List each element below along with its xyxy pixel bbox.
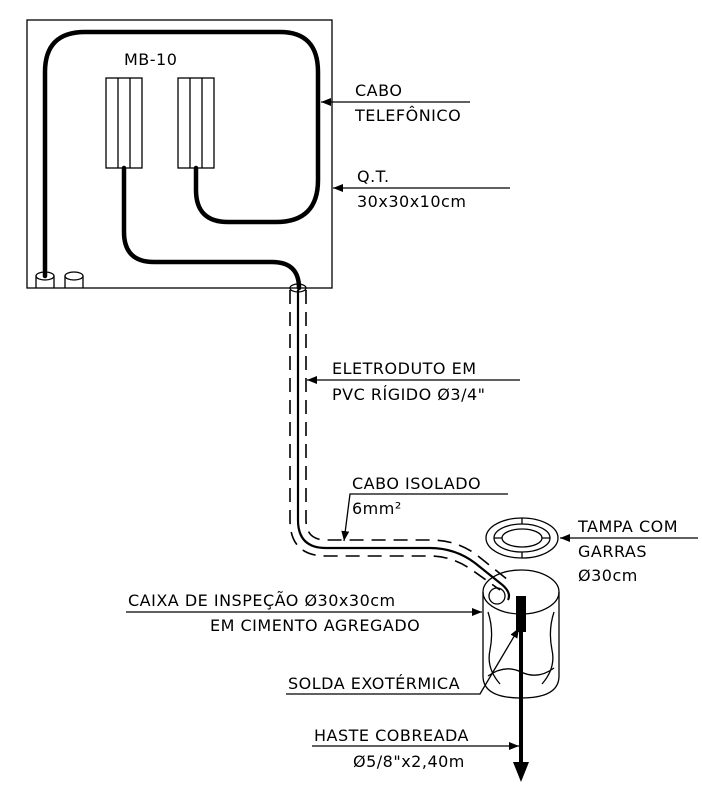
pvc-conduit (289, 283, 509, 591)
bushing-left (35, 271, 55, 288)
cover-with-claws (485, 517, 559, 559)
qt-label-2: 30x30x10cm (357, 192, 466, 211)
mb10-label: MB-10 (124, 50, 177, 69)
ground-rod-tip (513, 762, 529, 782)
qt-box (26, 19, 333, 289)
haste-label-2: Ø5/8"x2,40m (353, 752, 465, 771)
bushing-right (64, 271, 84, 288)
ground-rod-head (516, 596, 526, 632)
tampa-label-3: Ø30cm (578, 566, 638, 585)
tampa-label-2: GARRAS (578, 542, 647, 561)
caixa-label-2: EM CIMENTO AGREGADO (210, 616, 420, 635)
insulated-cable (296, 290, 511, 601)
module-cable (121, 165, 302, 291)
mb10-module-left (105, 77, 143, 169)
tampa-label-1: TAMPA COM (577, 517, 678, 536)
eletroduto-label-1: ELETRODUTO EM (332, 359, 477, 378)
cabo-isolado-label-2: 6mm² (352, 499, 402, 518)
cabo-telefonico-label-2: TELEFÔNICO (354, 106, 461, 125)
haste-label-1: HASTE COBREADA (314, 726, 469, 745)
qt-label-1: Q.T. (357, 167, 390, 186)
mb10-module-right (177, 77, 215, 169)
solda-label: SOLDA EXOTÉRMICA (288, 674, 460, 693)
cabo-telefonico-label-1: CABO (355, 81, 402, 100)
eletroduto-label-2: PVC RÍGIDO Ø3/4" (332, 385, 486, 404)
telephone-cable (42, 29, 321, 279)
leader-cabo-isolado (341, 493, 508, 542)
caixa-label-1: CAIXA DE INSPEÇÃO Ø30x30cm (128, 591, 396, 610)
leader-solda (286, 627, 520, 695)
cabo-isolado-label-1: CABO ISOLADO (352, 474, 481, 493)
